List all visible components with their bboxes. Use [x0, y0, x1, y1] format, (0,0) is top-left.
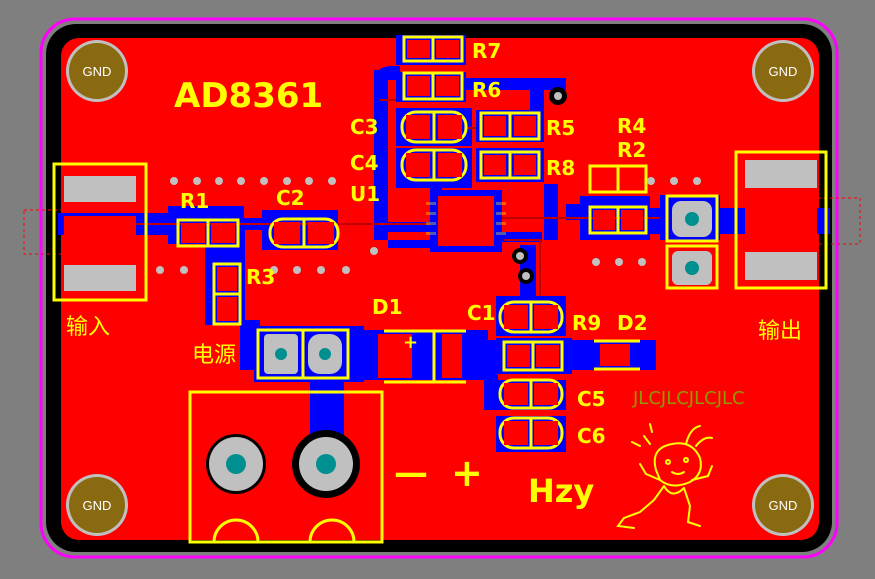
- board-edge: [39, 17, 839, 559]
- input-connector-outline: [23, 209, 67, 255]
- top-copper-pour: [61, 38, 819, 540]
- label-c3: C3: [350, 115, 379, 139]
- silkscreen: [52, 35, 828, 544]
- gnd-label: GND: [83, 498, 112, 513]
- mascot-logo: [616, 423, 713, 529]
- label-c6: C6: [577, 424, 606, 448]
- terminal-holes: [206, 430, 360, 498]
- label-c2: C2: [276, 186, 305, 210]
- label-c4: C4: [350, 151, 379, 175]
- jlc-watermark: JLCJLCJLCJLC: [632, 388, 745, 409]
- vias: [156, 87, 701, 284]
- label-d1: D1: [372, 295, 403, 319]
- label-c5: C5: [577, 387, 606, 411]
- gnd-label: GND: [83, 64, 112, 79]
- board-title: AD8361: [174, 76, 323, 116]
- connector-pads: [64, 160, 817, 291]
- label-r8: R8: [546, 156, 575, 180]
- label-r9: R9: [572, 311, 601, 335]
- power-header-holes: [264, 334, 342, 374]
- u1-pins: [426, 202, 506, 235]
- label-input: 输入: [66, 315, 110, 340]
- gnd-hole-top-left: GND: [66, 40, 128, 102]
- d1-anode-mark: +: [403, 332, 418, 353]
- signal-pads: [64, 207, 817, 244]
- label-r2: R2: [617, 138, 646, 162]
- label-power: 电源: [192, 343, 236, 368]
- label-u1: U1: [350, 182, 380, 206]
- label-r4: R4: [617, 114, 646, 138]
- gnd-hole-top-right: GND: [752, 40, 814, 102]
- signature-text: Hzy: [528, 472, 594, 510]
- gnd-hole-bottom-left: GND: [66, 474, 128, 536]
- label-r1: R1: [180, 189, 209, 213]
- gnd-label: GND: [769, 64, 798, 79]
- gnd-hole-bottom-right: GND: [752, 474, 814, 536]
- label-c1: C1: [467, 301, 496, 325]
- label-r6: R6: [472, 78, 501, 102]
- label-d2: D2: [617, 311, 648, 335]
- output-sma-holes: [672, 201, 712, 285]
- label-plus: +: [451, 451, 483, 495]
- label-r3: R3: [246, 265, 275, 289]
- label-r7: R7: [472, 39, 501, 63]
- label-output: 输出: [758, 319, 802, 344]
- gnd-label: GND: [769, 498, 798, 513]
- label-r5: R5: [546, 116, 575, 140]
- label-minus: —: [394, 453, 428, 493]
- smd-pads: [181, 40, 643, 445]
